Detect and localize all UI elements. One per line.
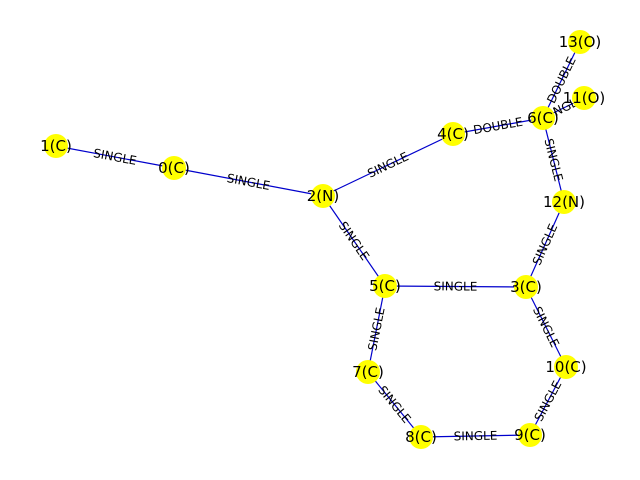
node-label-13: 13(O) bbox=[559, 33, 602, 51]
node-label-2: 2(N) bbox=[307, 187, 339, 205]
node-labels-layer: 0(C) 1(C) 2(N) 3(C) 4(C) 5(C) 6(C) 7(C) 8(C) 9(C)… bbox=[40, 33, 605, 446]
edge-9-10 bbox=[529, 366, 567, 436]
node-label-7: 7(C) bbox=[352, 363, 384, 381]
node-5 bbox=[373, 274, 397, 298]
edge-label-3-10: SINGLE bbox=[530, 304, 562, 349]
edge-4-6 bbox=[452, 117, 544, 135]
node-1 bbox=[44, 134, 68, 158]
node-label-6: 6(C) bbox=[527, 109, 559, 127]
edge-label-0-2: SINGLE bbox=[226, 171, 272, 193]
edge-2-5 bbox=[322, 195, 386, 287]
node-label-12: 12(N) bbox=[543, 193, 585, 211]
edge-7-8 bbox=[367, 371, 422, 438]
edge-5-7 bbox=[367, 285, 386, 373]
node-0 bbox=[162, 156, 186, 180]
edges-layer bbox=[55, 41, 585, 438]
node-label-9: 9(C) bbox=[514, 426, 546, 444]
edge-label-2-5: SINGLE bbox=[336, 219, 372, 263]
edge-2-4 bbox=[322, 133, 454, 197]
nodes-layer bbox=[44, 30, 596, 449]
edge-label-7-8: SINGLE bbox=[375, 383, 413, 426]
edge-1-0 bbox=[55, 145, 175, 169]
node-label-8: 8(C) bbox=[405, 428, 437, 446]
node-label-11: 11(O) bbox=[563, 89, 606, 107]
edge-label-5-3: SINGLE bbox=[434, 279, 478, 293]
node-11 bbox=[572, 86, 596, 110]
edge-labels-layer: SINGLESINGLESINGLESINGLEDOUBLEDOUBLESING… bbox=[92, 54, 586, 443]
edge-label-8-9: SINGLE bbox=[454, 429, 498, 444]
edge-6-12 bbox=[542, 117, 565, 203]
edge-label-2-4: SINGLE bbox=[365, 149, 410, 180]
edge-label-12-3: SINGLE bbox=[530, 222, 561, 268]
edge-label-5-7: SINGLE bbox=[365, 306, 387, 352]
node-8 bbox=[409, 425, 433, 449]
edge-label-1-0: SINGLE bbox=[92, 146, 138, 168]
edge-12-3 bbox=[525, 201, 565, 288]
node-label-5: 5(C) bbox=[369, 277, 401, 295]
edge-label-6-12: SINGLE bbox=[541, 137, 565, 183]
edge-8-9 bbox=[420, 434, 531, 438]
edge-5-3 bbox=[384, 285, 527, 288]
node-12 bbox=[552, 190, 576, 214]
node-9 bbox=[518, 423, 542, 447]
node-label-3: 3(C) bbox=[510, 278, 542, 296]
edge-0-2 bbox=[173, 167, 324, 197]
node-3 bbox=[514, 275, 538, 299]
node-label-10: 10(C) bbox=[545, 358, 586, 376]
edge-6-13 bbox=[542, 41, 581, 119]
edge-label-9-10: SINGLE bbox=[532, 378, 565, 423]
node-2 bbox=[311, 184, 335, 208]
edge-3-10 bbox=[525, 286, 567, 368]
node-13 bbox=[568, 30, 592, 54]
node-7 bbox=[356, 360, 380, 384]
node-label-4: 4(C) bbox=[437, 125, 469, 143]
node-6 bbox=[531, 106, 555, 130]
node-label-1: 1(C) bbox=[40, 137, 72, 155]
node-4 bbox=[441, 122, 465, 146]
node-label-0: 0(C) bbox=[158, 159, 190, 177]
edge-label-4-6: DOUBLE bbox=[472, 115, 524, 138]
node-10 bbox=[554, 355, 578, 379]
